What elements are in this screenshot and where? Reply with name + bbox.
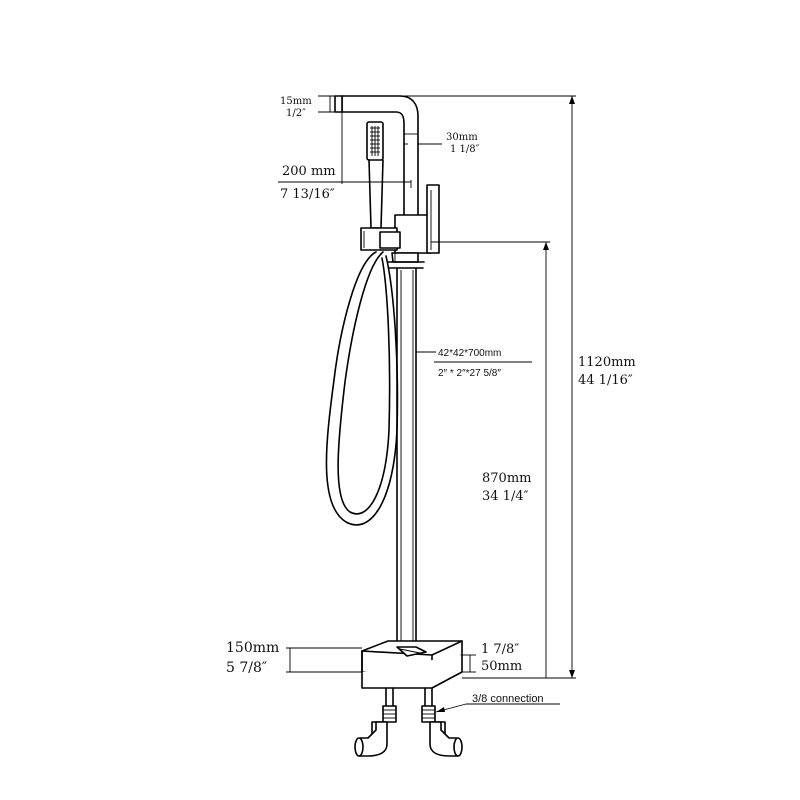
column	[396, 267, 417, 656]
label-outlet-metric: 15mm	[280, 96, 312, 107]
valve-body	[360, 184, 440, 269]
label-tube-imperial: 1 1/8″	[450, 144, 480, 155]
shower-hose-inner	[337, 251, 391, 515]
label-base-width-imperial: 5 7/8″	[226, 660, 267, 676]
hand-shower	[366, 121, 384, 229]
dimension-lines	[278, 95, 576, 713]
label-handle-imperial: 34 1/4″	[482, 489, 529, 504]
base-block	[361, 640, 463, 689]
lever-handle	[426, 184, 440, 254]
spout	[334, 95, 419, 219]
label-column-imperial: 2″ * 2″*27 5/8″	[438, 368, 501, 379]
label-handle-metric: 870mm	[482, 471, 531, 486]
label-column-metric: 42*42*700mm	[438, 348, 501, 359]
label-total-metric: 1120mm	[578, 355, 636, 370]
label-total-imperial: 44 1/16″	[578, 373, 633, 388]
supply-pipes	[354, 687, 463, 757]
label-tube-metric: 30mm	[446, 132, 478, 143]
label-connection: 3/8 connection	[472, 693, 544, 705]
spout-outlet	[334, 95, 343, 113]
label-base-width-metric: 150mm	[226, 640, 279, 656]
dimension-labels: 15mm 1/2″ 30mm 1 1/8″ 200 mm 7 13/16″ 42…	[226, 96, 636, 705]
label-reach-imperial: 7 13/16″	[280, 187, 335, 202]
label-reach-metric: 200 mm	[282, 164, 336, 179]
label-outlet-imperial: 1/2″	[286, 108, 306, 119]
label-base-height-imperial: 1 7/8″	[481, 642, 519, 657]
label-base-height-metric: 50mm	[481, 659, 522, 674]
